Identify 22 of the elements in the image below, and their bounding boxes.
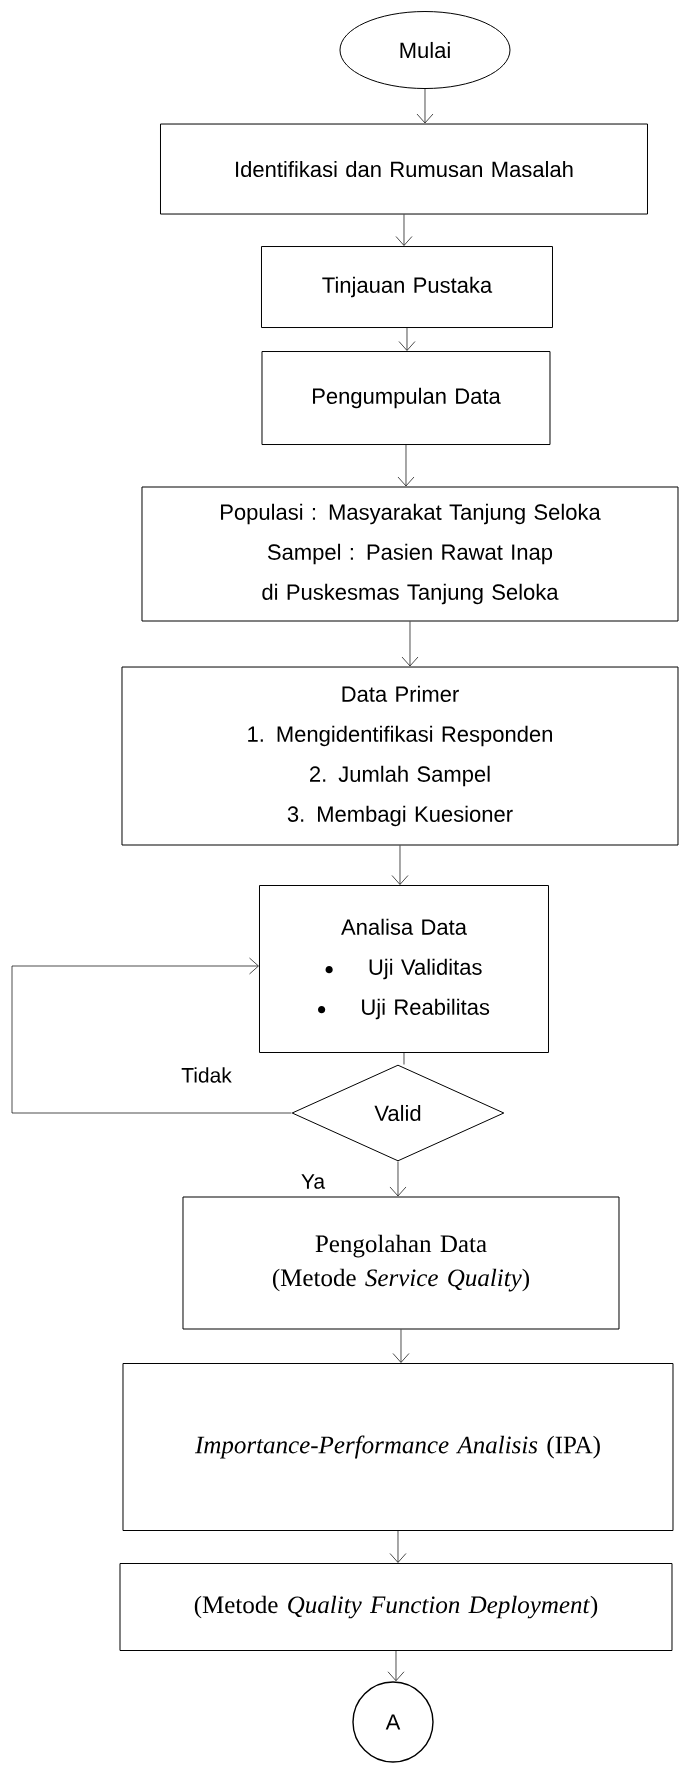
arrow [389, 1161, 407, 1197]
arrow [392, 1329, 410, 1363]
process-box: (Metode Quality Function Deployment) [119, 1563, 673, 1651]
process-box: Data Primer 1. Mengidentifikasi Responden 2. Jumlah Sampel 3. Membagi Kuesioner [121, 666, 679, 846]
arrow [397, 444, 415, 487]
arrow [416, 88, 434, 124]
process-box: Pengumpulan Data [261, 351, 551, 445]
process-box: Analisa Data Uji Validitas Uji Reabilitas [259, 885, 549, 1053]
arrow [401, 621, 419, 667]
process-box: Tinjauan Pustaka [261, 246, 553, 328]
edge-label: Ya [301, 1174, 326, 1189]
arrow [387, 1650, 405, 1682]
process-box: Identifikasi dan Rumusan Masalah [160, 123, 648, 215]
arrow [395, 214, 413, 246]
process-box: Populasi : Masyarakat Tanjung Seloka Sampel : Pasien Rawat Inap di Puskesmas Tanjung Seloka [141, 486, 679, 622]
arrow [391, 845, 409, 885]
arrow [11, 957, 292, 1114]
process-box: Importance-Performance Analisis (IPA) [122, 1363, 674, 1531]
arrow [389, 1530, 407, 1563]
edge-label: Tidak [181, 1067, 232, 1083]
arrow [398, 327, 416, 351]
process-box: Pengolahan Data (Metode Service Quality) [182, 1196, 620, 1330]
